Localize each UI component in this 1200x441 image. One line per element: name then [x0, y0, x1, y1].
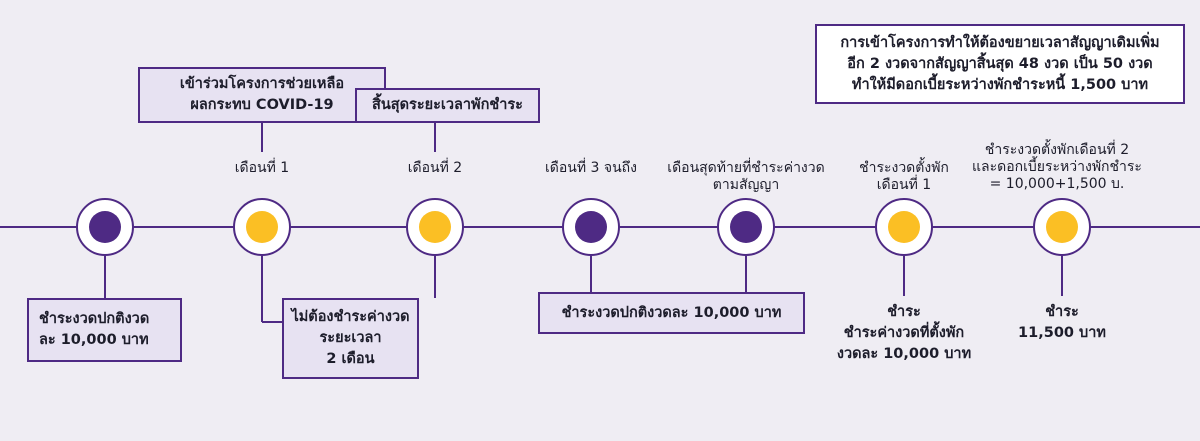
label-line: เดือนที่ 2: [407, 160, 463, 176]
timeline-node: [76, 198, 134, 256]
label-line: เดือนที่ 3 จนถึง: [545, 160, 637, 176]
timeline-node: [562, 198, 620, 256]
node-dot: [89, 211, 121, 243]
node-dot: [575, 211, 607, 243]
label-pay-deferred-1: ชำระ ชำระค่างวดที่ตั้งพัก งวดละ 10,000 บ…: [819, 302, 989, 365]
label-line: = 10,000+1,500 บ.: [989, 176, 1125, 192]
label-month-2: เดือนที่ 2: [375, 160, 495, 177]
label-deferred-month-1: ชำระงวดตั้งพัก เดือนที่ 1: [829, 160, 979, 194]
timeline-node: [233, 198, 291, 256]
box-line: ชำระงวดปกติงวดละ 10,000 บาท: [561, 304, 782, 321]
label-line: เดือนสุดท้ายที่ชำระค่างวด: [667, 160, 825, 176]
box-line: เข้าร่วมโครงการช่วยเหลือ: [179, 76, 345, 92]
timeline-node: [406, 198, 464, 256]
end-of-pause-box: สิ้นสุดระยะเวลาพักชำระ: [355, 88, 540, 123]
label-month-1: เดือนที่ 1: [202, 160, 322, 177]
timeline-node: [875, 198, 933, 256]
no-payment-box: ไม่ต้องชำระค่างวด ระยะเวลา 2 เดือน: [282, 298, 419, 379]
label-line: ชำระ: [1045, 304, 1079, 320]
timeline-node: [717, 198, 775, 256]
label-line: งวดละ 10,000 บาท: [836, 346, 972, 362]
box-line: ละ 10,000 บาท: [39, 332, 149, 348]
join-program-box: เข้าร่วมโครงการช่วยเหลือ ผลกระทบ COVID-1…: [138, 67, 386, 123]
box-line: ไม่ต้องชำระค่างวด: [291, 309, 410, 325]
normal-payment-box-2: ชำระงวดปกติงวดละ 10,000 บาท: [538, 292, 805, 334]
node-dot: [888, 211, 920, 243]
label-line: ชำระงวดตั้งพักเดือนที่ 2: [984, 142, 1130, 158]
box-line: อีก 2 งวดจากสัญญาสิ้นสุด 48 งวด เป็น 50 …: [847, 55, 1153, 72]
label-line: ชำระ: [887, 304, 921, 320]
label-line: ชำระค่างวดที่ตั้งพัก: [843, 325, 965, 341]
label-line: 11,500 บาท: [1018, 325, 1106, 341]
node-dot: [419, 211, 451, 243]
box-line: ชำระงวดปกติงวด: [39, 311, 150, 327]
box-line: 2 เดือน: [326, 351, 375, 367]
box-line: สิ้นสุดระยะเวลาพักชำระ: [372, 97, 523, 113]
label-line: เดือนที่ 1: [876, 177, 932, 193]
timeline-node: [1033, 198, 1091, 256]
label-pay-deferred-2: ชำระ 11,500 บาท: [1002, 302, 1122, 344]
node-dot: [730, 211, 762, 243]
label-last-month: เดือนสุดท้ายที่ชำระค่างวด ตามสัญญา: [651, 160, 841, 194]
box-line: ระยะเวลา: [319, 330, 382, 346]
label-line: ชำระงวดตั้งพัก: [859, 160, 949, 176]
node-dot: [1046, 211, 1078, 243]
label-deferred-month-2: ชำระงวดตั้งพักเดือนที่ 2 และดอกเบี้ยระหว…: [957, 142, 1157, 193]
normal-payment-box-1: ชำระงวดปกติงวด ละ 10,000 บาท: [27, 298, 182, 362]
label-month-3: เดือนที่ 3 จนถึง: [516, 160, 666, 177]
box-line: การเข้าโครงการทำให้ต้องขยายเวลาสัญญาเดิม…: [840, 34, 1160, 51]
box-line: ทำให้มีดอกเบี้ยระหว่างพักชำระหนี้ 1,500 …: [851, 76, 1149, 93]
label-line: เดือนที่ 1: [234, 160, 290, 176]
box-line: ผลกระทบ COVID-19: [190, 97, 334, 113]
label-line: ตามสัญญา: [712, 177, 780, 193]
label-line: และดอกเบี้ยระหว่างพักชำระ: [972, 159, 1142, 175]
note-box: การเข้าโครงการทำให้ต้องขยายเวลาสัญญาเดิม…: [815, 24, 1185, 104]
node-dot: [246, 211, 278, 243]
